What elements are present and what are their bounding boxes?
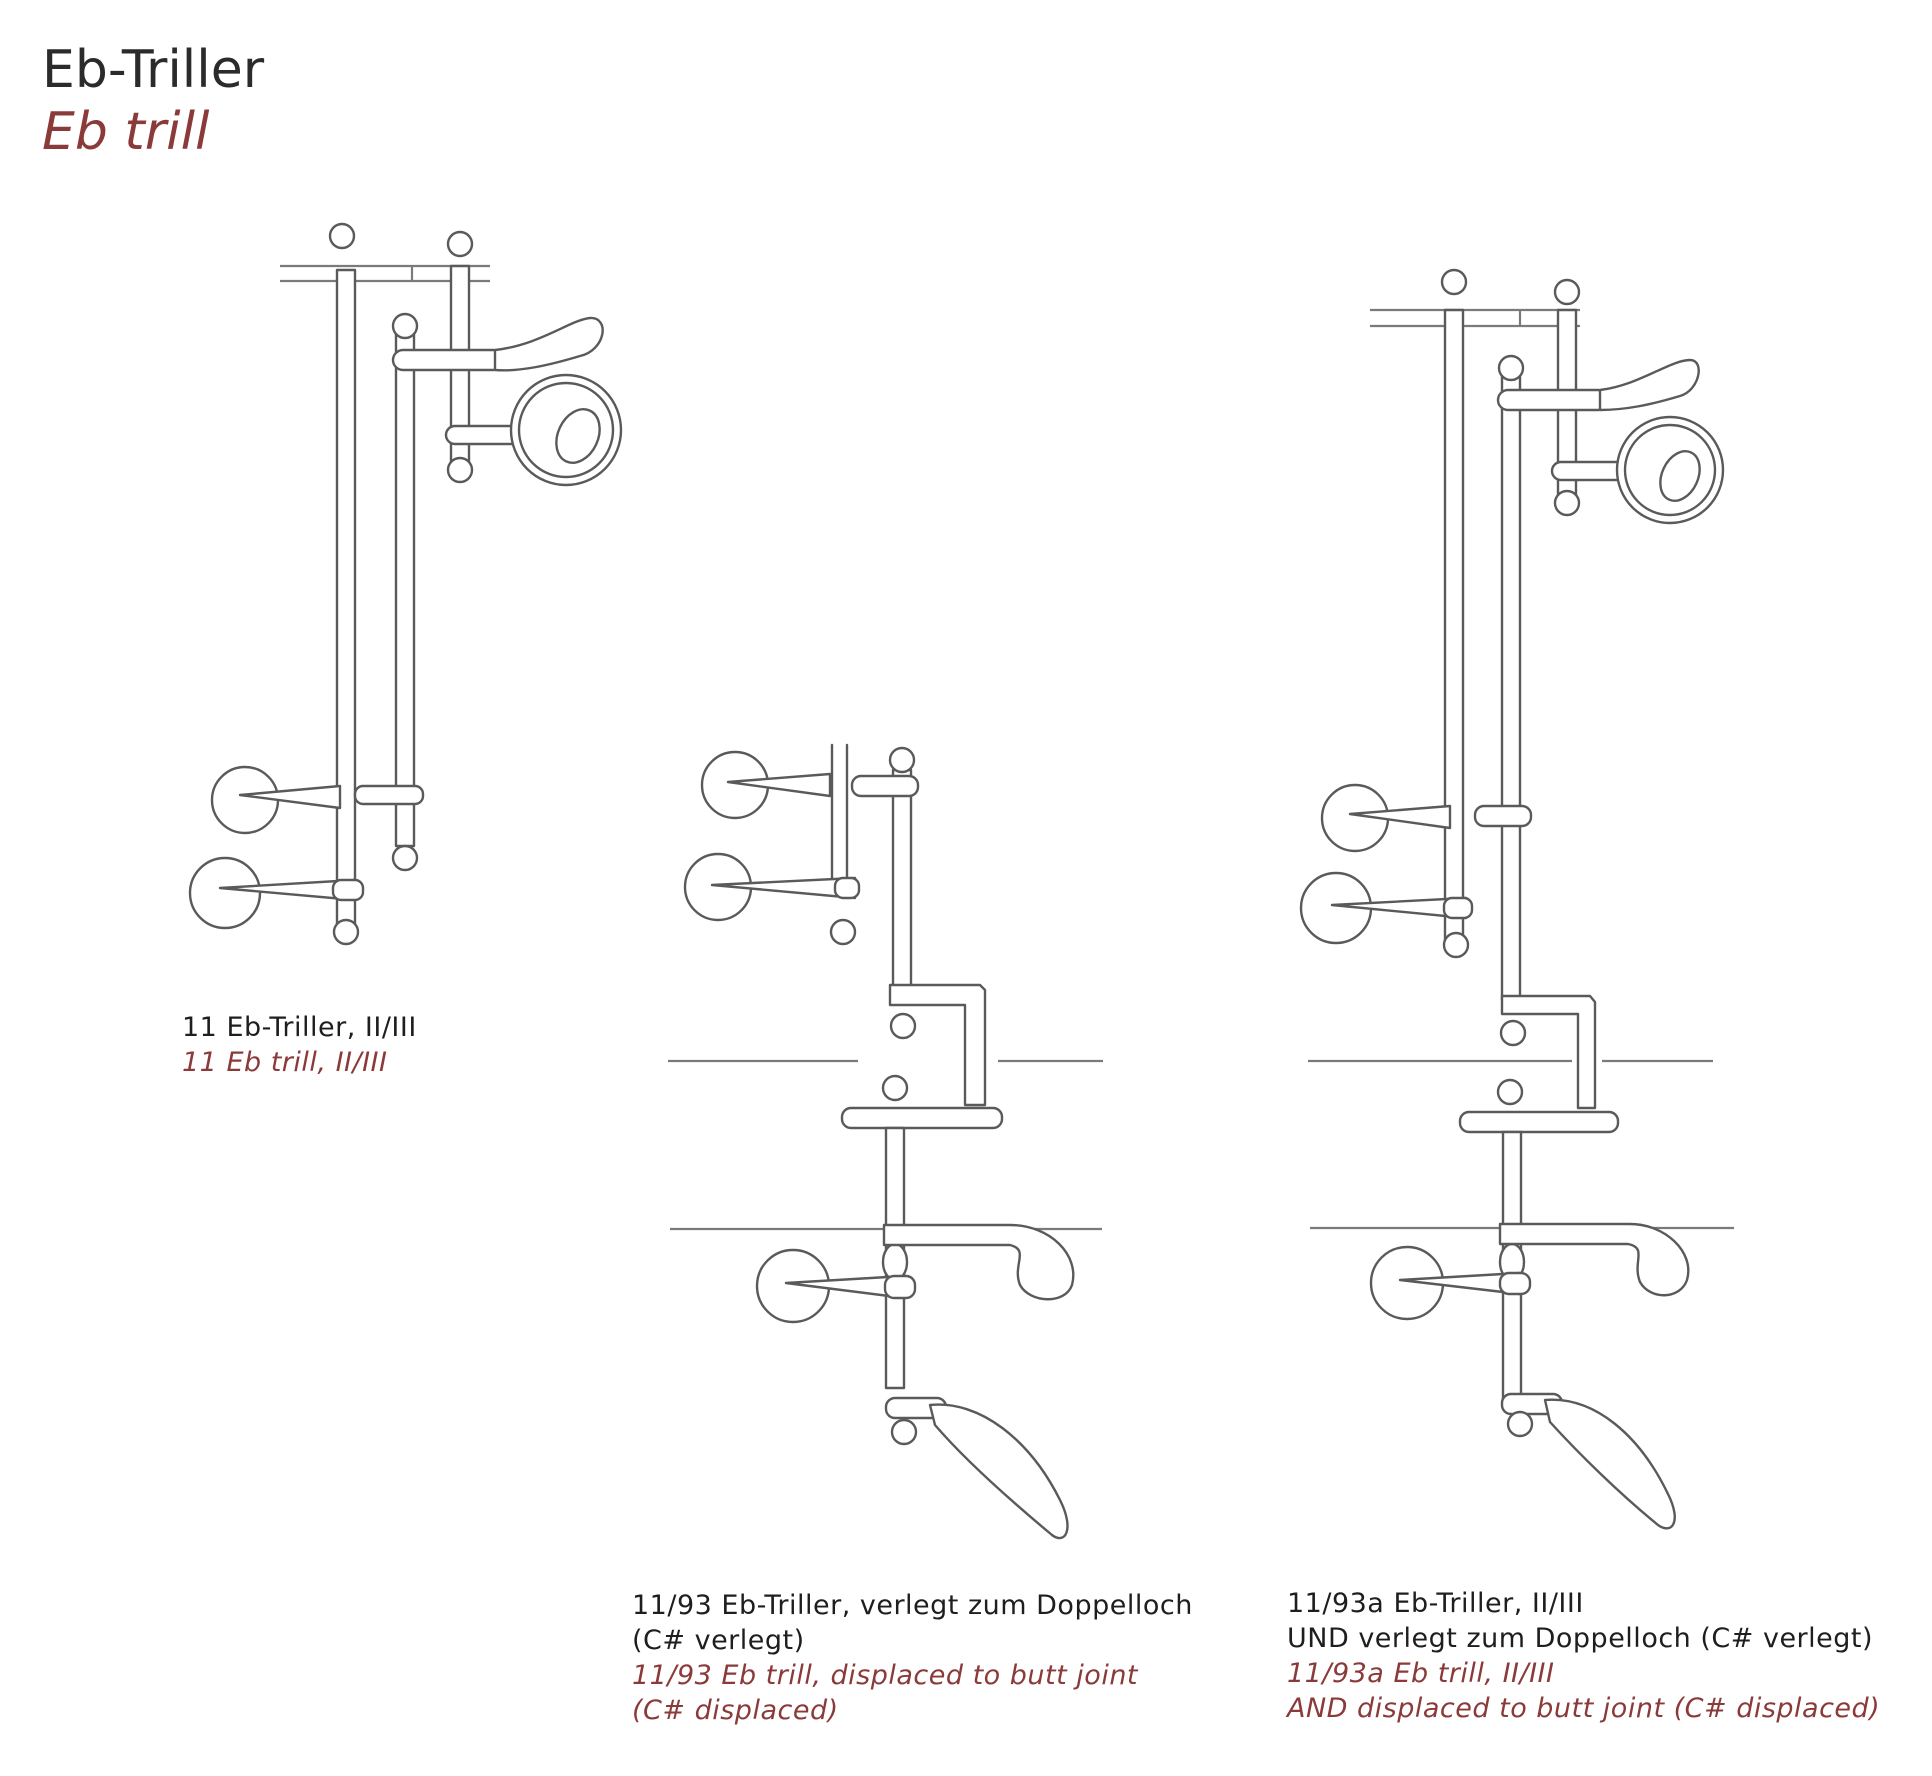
caption-de-line: (C# verlegt) [632,1625,805,1656]
caption-figure-2: 11/93 Eb-Triller, verlegt zum Doppelloch… [632,1588,1193,1728]
page-title: Eb-Triller [42,40,265,100]
caption-en-line: AND displaced to butt joint (C# displace… [1287,1693,1881,1724]
caption-de-line: UND verlegt zum Doppelloch (C# verlegt) [1287,1623,1874,1654]
caption-en-line: 11 Eb trill, II/III [182,1047,388,1078]
caption-figure-3: 11/93a Eb-Triller, II/III UND verlegt zu… [1287,1586,1880,1726]
caption-en-line: 11/93a Eb trill, II/III [1287,1658,1555,1689]
caption-de-line: 11/93 Eb-Triller, verlegt zum Doppelloch [632,1590,1193,1621]
caption-de-line: 11/93a Eb-Triller, II/III [1287,1588,1584,1619]
figure-3-drawing [1299,268,1734,1530]
caption-de-line: 11 Eb-Triller, II/III [182,1012,417,1043]
caption-figure-1: 11 Eb-Triller, II/III 11 Eb trill, II/II… [182,1010,417,1080]
figure-2-drawing [668,743,1103,1540]
caption-en-line: 11/93 Eb trill, displaced to butt joint [632,1660,1139,1691]
caption-en-line: (C# displaced) [632,1695,839,1726]
figure-1-drawing [188,222,623,946]
page-subtitle: Eb trill [42,102,210,162]
